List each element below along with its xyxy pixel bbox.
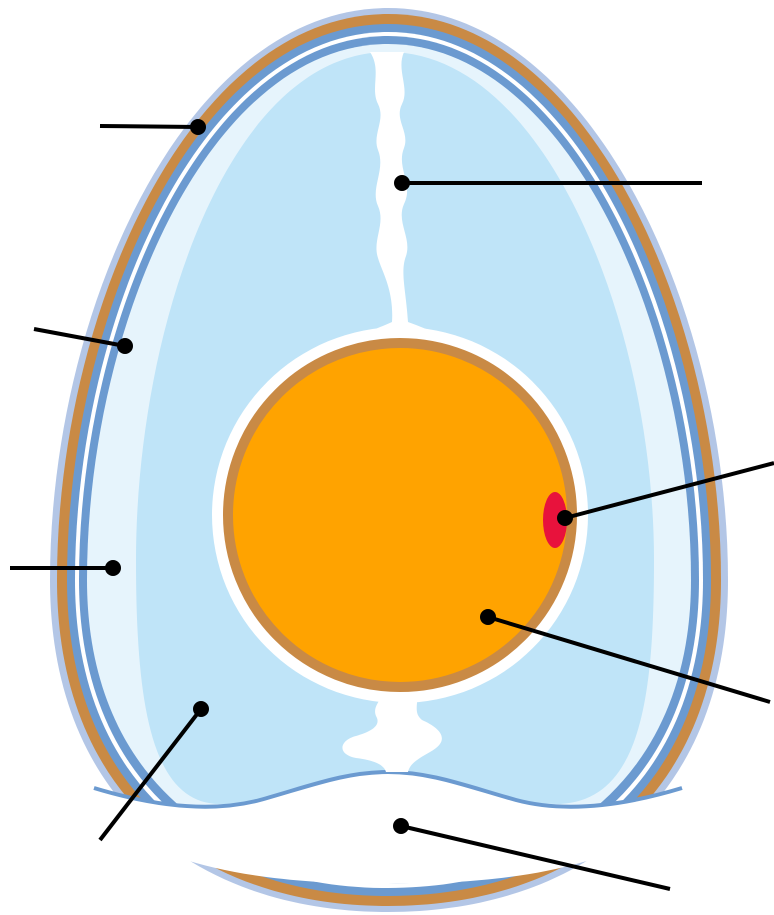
dot-thin-albumen (105, 560, 121, 576)
yolk (228, 343, 572, 687)
dot-chalaza (394, 175, 410, 191)
dot-germinal-disc (557, 510, 573, 526)
dot-air-cell (393, 818, 409, 834)
dot-shell (190, 119, 206, 135)
dot-yolk (480, 609, 496, 625)
dot-thick-albumen (193, 701, 209, 717)
dot-membrane (117, 338, 133, 354)
leader-line-shell (100, 126, 198, 127)
